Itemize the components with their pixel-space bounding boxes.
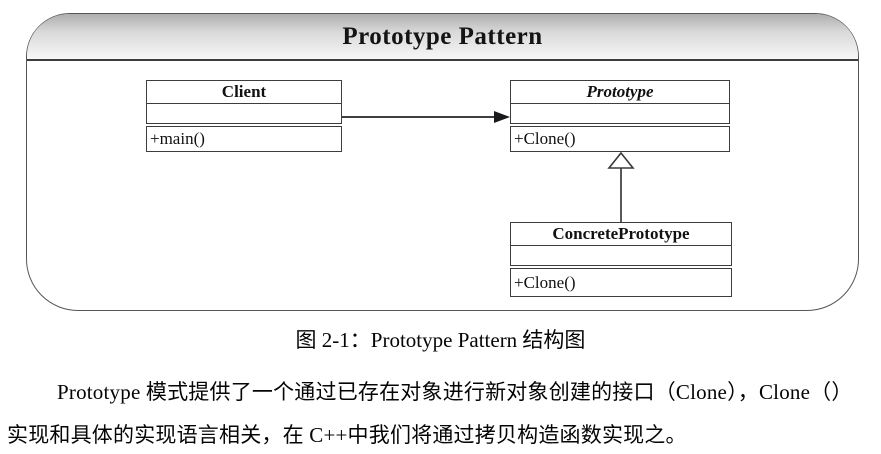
uml-class-client-attributes	[146, 104, 342, 124]
uml-class-prototype-attributes	[510, 104, 730, 124]
uml-class-prototype: Prototype +Clone()	[510, 80, 730, 152]
paragraph-line: 实现和具体的实现语言相关，在 C++中我们将通过拷贝构造函数实现之。	[7, 423, 687, 447]
uml-class-client: Client +main()	[146, 80, 342, 152]
uml-class-concreteprototype: ConcretePrototype +Clone()	[510, 222, 732, 297]
uml-class-concreteprototype-attributes	[510, 246, 732, 266]
diagram-title: Prototype Pattern	[342, 23, 543, 50]
uml-class-client-methods: +main()	[146, 126, 342, 152]
uml-class-concreteprototype-methods: +Clone()	[510, 268, 732, 297]
uml-class-client-name: Client	[146, 80, 342, 104]
pattern-frame: Prototype Pattern	[26, 13, 859, 311]
paragraph-line: Prototype 模式提供了一个通过已存在对象进行新对象创建的接口（Clone…	[57, 380, 853, 404]
uml-class-concreteprototype-name: ConcretePrototype	[510, 222, 732, 246]
figure-caption: 图 2-1：Prototype Pattern 结构图	[295, 328, 586, 352]
uml-class-prototype-name: Prototype	[510, 80, 730, 104]
uml-class-prototype-methods: +Clone()	[510, 126, 730, 152]
pattern-frame-header: Prototype Pattern	[27, 14, 858, 61]
